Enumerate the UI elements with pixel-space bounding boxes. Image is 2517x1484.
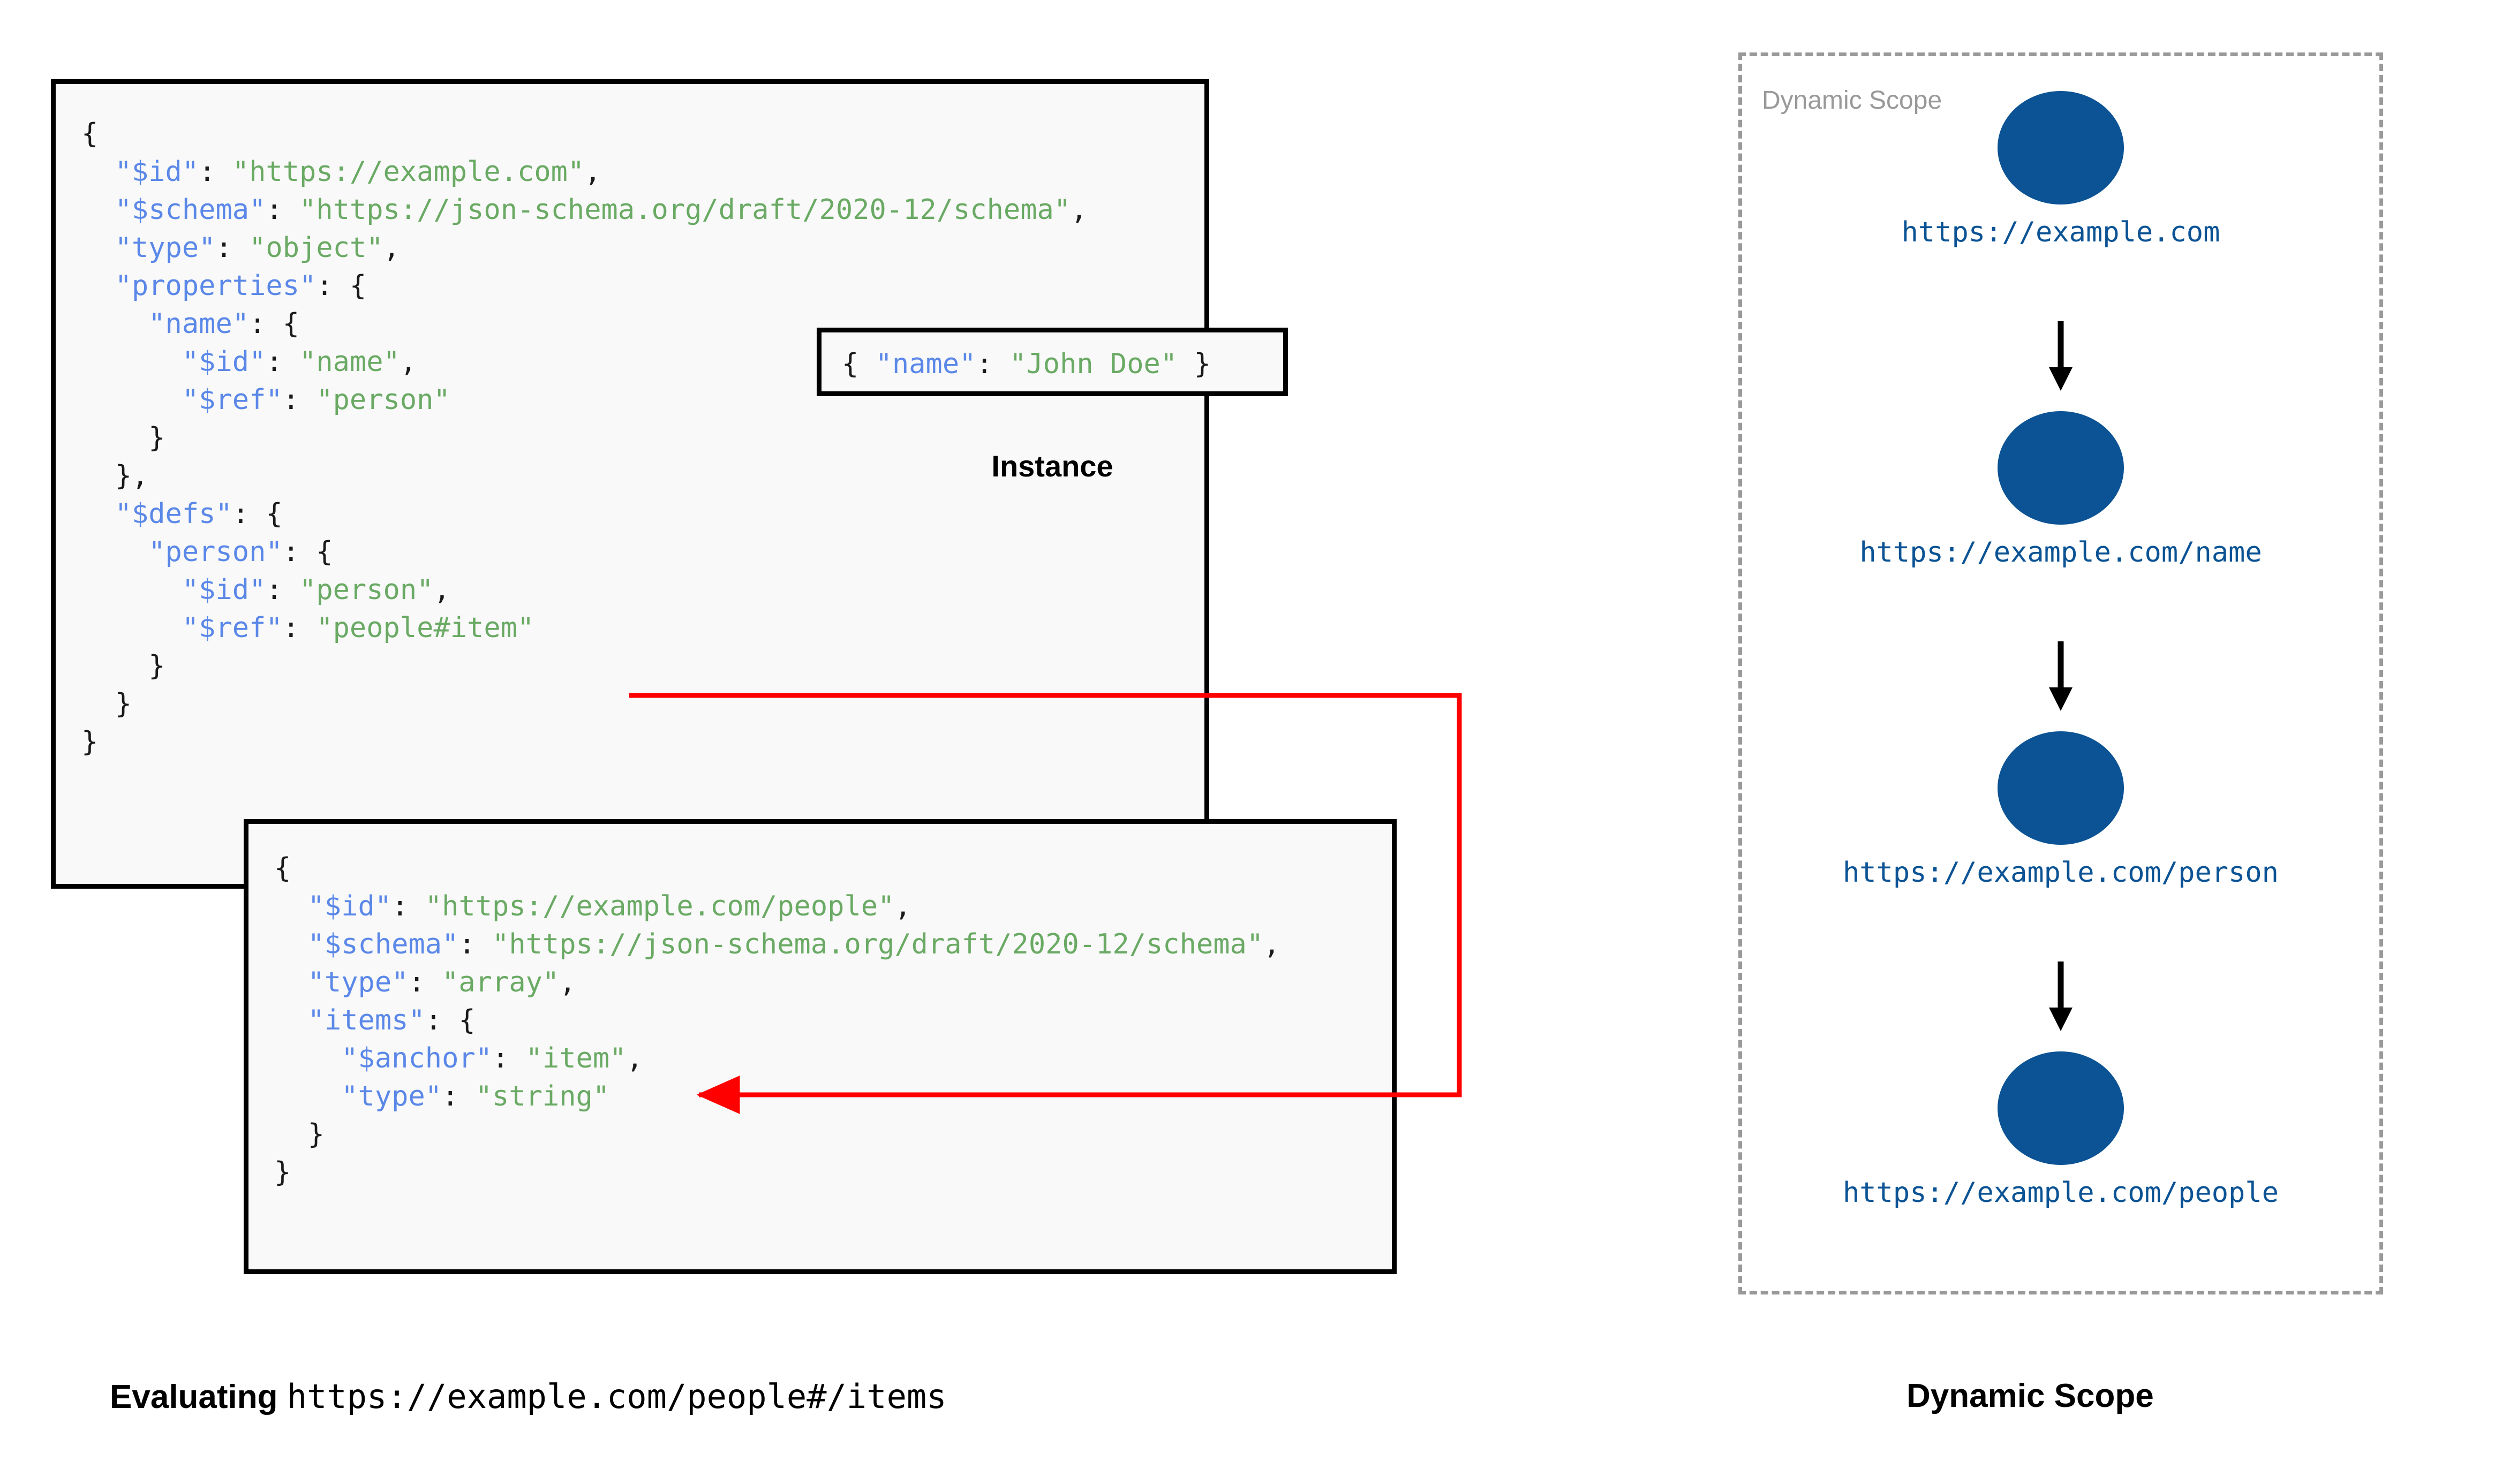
root-schema-code: { "$id": "https://example.com", "$schema… xyxy=(81,118,1088,758)
people-schema-box: { "$id": "https://example.com/people", "… xyxy=(244,819,1397,1274)
scope-node-1: https://example.com/name xyxy=(1738,411,2383,569)
scope-circle-icon xyxy=(1998,1051,2124,1165)
left-caption: Evaluating https://example.com/people#/i… xyxy=(110,1377,947,1416)
scope-node-2: https://example.com/person xyxy=(1738,731,2383,889)
scope-arrow-0 xyxy=(1738,321,2383,393)
root-schema-box: { "$id": "https://example.com", "$schema… xyxy=(51,79,1209,889)
down-arrow-icon xyxy=(2049,321,2073,391)
right-caption: Dynamic Scope xyxy=(1906,1377,2154,1414)
scope-arrow-2 xyxy=(1738,961,2383,1034)
people-schema-code: { "$id": "https://example.com/people", "… xyxy=(274,852,1280,1188)
scope-node-url: https://example.com/name xyxy=(1859,536,2262,569)
instance-box: { "name": "John Doe" } xyxy=(817,328,1288,396)
instance-code: { "name": "John Doe" } xyxy=(842,348,1211,380)
scope-arrow-1 xyxy=(1738,641,2383,714)
down-arrow-icon xyxy=(2049,961,2073,1031)
scope-node-3: https://example.com/people xyxy=(1738,1051,2383,1209)
down-arrow-icon xyxy=(2049,641,2073,711)
scope-node-0: https://example.com xyxy=(1738,91,2383,248)
scope-node-url: https://example.com xyxy=(1901,216,2220,248)
instance-label: Instance xyxy=(991,449,1113,483)
scope-circle-icon xyxy=(1998,411,2124,525)
dynamic-scope-title: Dynamic Scope xyxy=(1762,86,1942,115)
left-caption-bold: Evaluating xyxy=(110,1379,287,1415)
left-caption-mono: https://example.com/people#/items xyxy=(287,1377,947,1416)
scope-node-url: https://example.com/person xyxy=(1843,857,2279,889)
scope-circle-icon xyxy=(1998,91,2124,205)
scope-circle-icon xyxy=(1998,731,2124,845)
dynamic-scope-panel xyxy=(1738,52,2383,1294)
scope-node-url: https://example.com/people xyxy=(1843,1177,2279,1209)
